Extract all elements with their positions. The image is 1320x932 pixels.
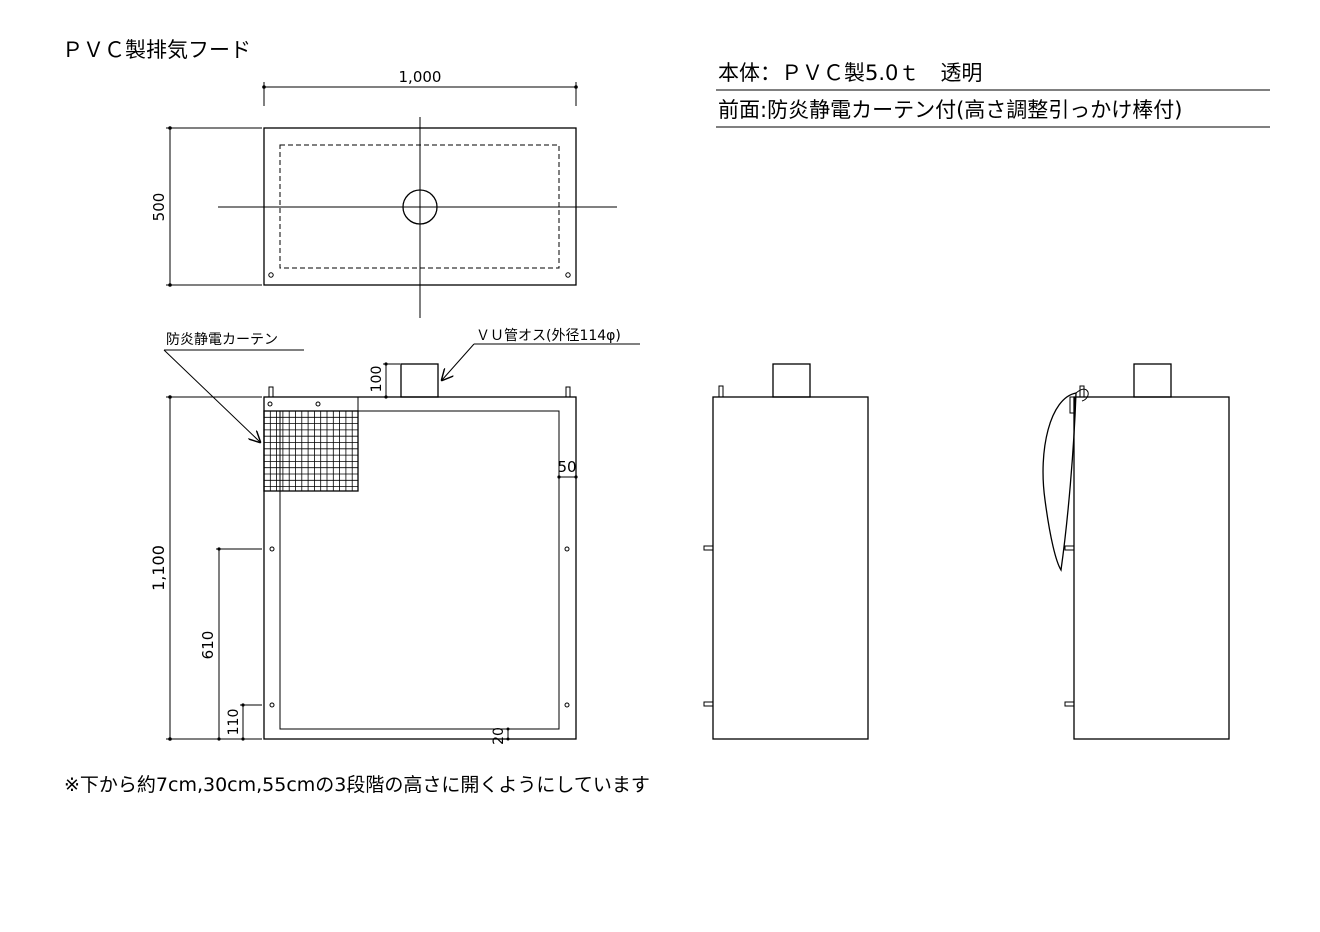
side-outline [712,396,869,740]
duct-label: ＶＵ管オス(外径114φ) [476,328,621,344]
front-hole-right-mid [564,546,570,552]
width-dim-label: 1,000 [399,68,442,86]
depth-dim-label: 500 [150,193,168,222]
spec-body: 本体：ＰＶＣ製5.0ｔ 透明 [718,61,982,85]
top-hole-left [268,272,274,278]
bottom-dim-label: 20 [491,727,507,745]
bottom-note: ※下から約7cm,30cm,55cmの3段階の高さに開くようにしています [64,774,650,796]
front-hook-top-right [565,386,571,398]
front-hook-top-left [268,386,274,398]
width-dim-tick-left [262,85,266,89]
drawing-title: ＰＶＣ製排気フード [62,38,251,62]
curtain-hole-2 [315,401,321,407]
front-view: 防炎静電カーテン ＶＵ管オス(外径114φ) 100 [149,328,640,745]
height-dim-tick-top [168,395,172,399]
side-duct [772,363,811,398]
curtain-label: 防炎静電カーテン [166,332,278,348]
spec-front: 前面:防炎静電カーテン付(高さ調整引っかけ棒付) [718,98,1182,122]
curtain-hanger [1075,388,1089,402]
side-open-hook-mid [1064,545,1075,551]
front-inner-opening [279,410,560,730]
curtain-flap [1042,392,1077,572]
front-hole-left-low [269,702,275,708]
top-view: 1,000 500 [150,68,617,318]
duct-height-label: 100 [369,366,385,393]
bottom-dim-tick-bottom [506,737,510,741]
margin-dim-label: 50 [557,458,576,476]
side-hook-low [703,701,714,707]
bottom-dim-tick-top [506,727,510,731]
hook-dim-tick-top [217,547,221,551]
duct-dim-tick-top [384,362,388,366]
lower-dim-label: 110 [226,709,242,736]
front-hole-right-low [564,702,570,708]
depth-dim-tick-bottom [168,283,172,287]
side-open-hook-top [1079,385,1085,398]
hook-dim-label: 610 [199,631,217,660]
depth-dim-tick-top [168,126,172,130]
side-open-duct [1133,363,1172,398]
top-duct-circle [402,189,438,225]
front-duct [400,363,439,398]
curtain-leader-arrow [163,349,260,442]
hook-dim-tick-bottom [217,737,221,741]
height-dim-tick-bottom [168,737,172,741]
front-outline [263,396,577,740]
side-open-hook-low [1064,701,1075,707]
width-dim-tick-right [574,85,578,89]
margin-dim-tick-right [574,475,578,479]
margin-dim-tick-left [557,475,561,479]
lower-dim-tick-bottom [241,737,245,741]
top-hole-right [565,272,571,278]
height-dim-label: 1,100 [149,545,168,591]
front-hole-left-mid [269,546,275,552]
lower-dim-tick-top [241,703,245,707]
side-view-open [1042,363,1230,740]
curtain-hole-1 [267,401,273,407]
side-open-outline [1073,396,1230,740]
side-hook-top [718,385,724,398]
curtain-grid-outline [263,410,359,492]
side-hook-mid [703,545,714,551]
side-view-closed [703,363,869,740]
curtain-grid [264,411,358,491]
duct-leader-arrow [442,343,475,380]
